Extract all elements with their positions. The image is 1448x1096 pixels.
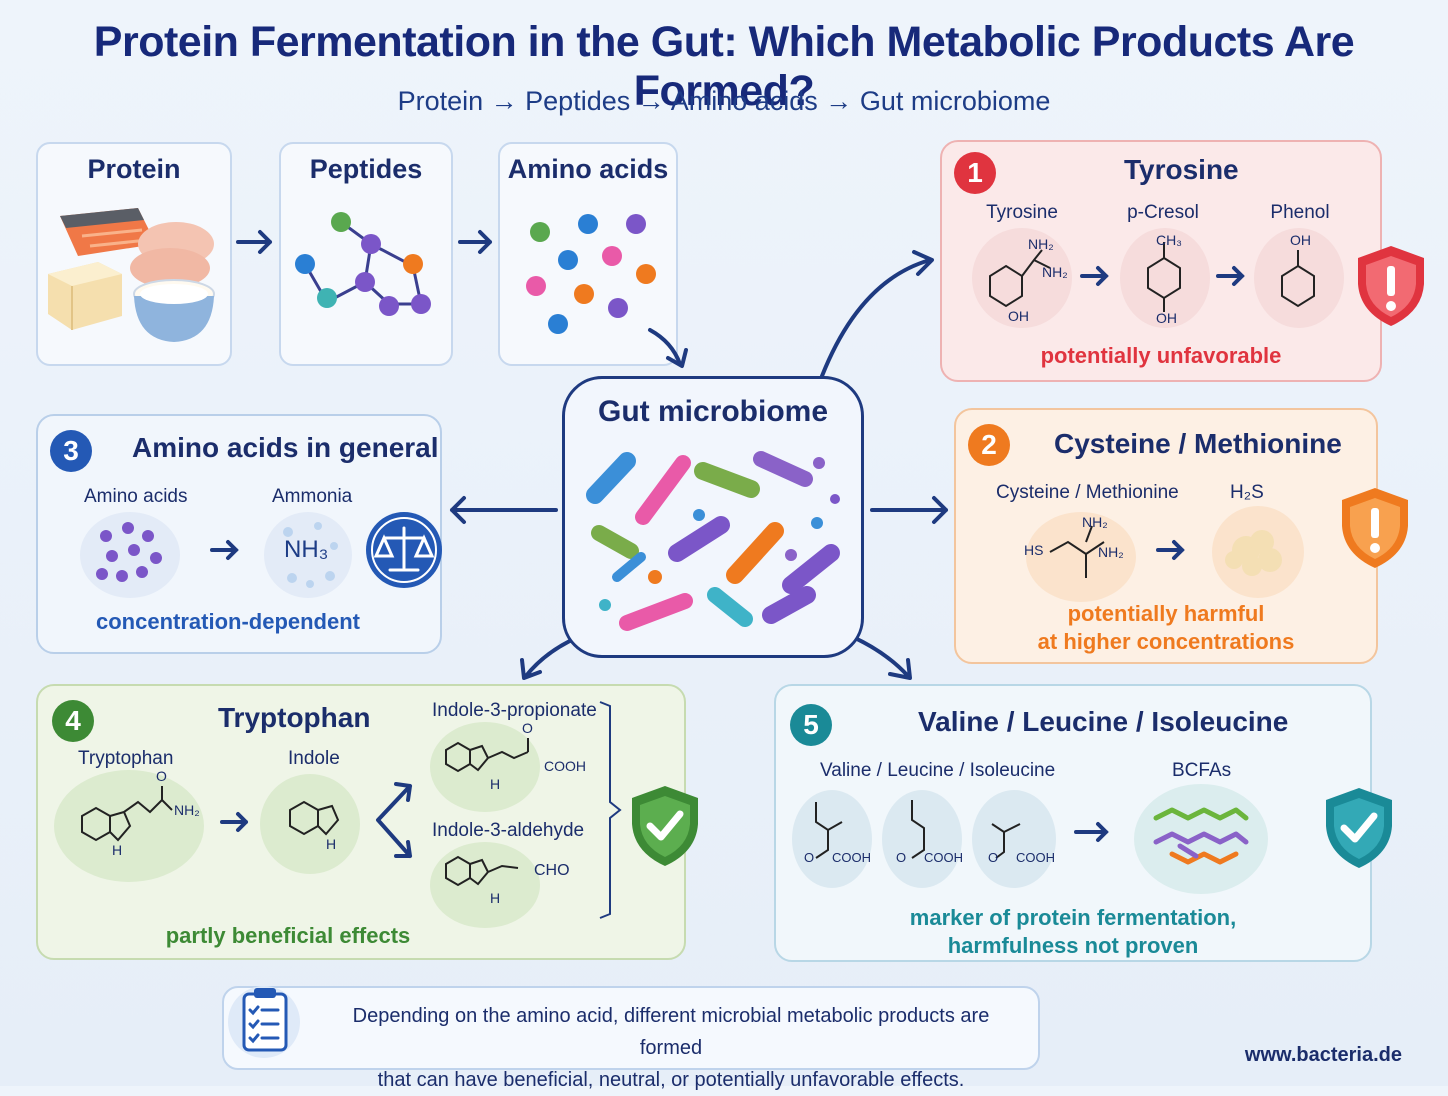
peptide-chain-icon [295, 212, 431, 316]
panel-2-title: Cysteine / Methionine [1054, 428, 1342, 459]
stage-label-amino-acids: Amino acids [507, 154, 669, 184]
summary-line-1: Depending on the amino acid, different m… [352, 1005, 990, 1059]
panel-5-badge: 5 [790, 704, 832, 746]
chem-oh-b: OH [1156, 310, 1177, 326]
panel-cysteine-methionine: 2 Cysteine / Methionine Cysteine / Methi… [954, 408, 1408, 664]
chem-oh-c: OH [1290, 232, 1311, 248]
chem-cooh-d: COOH [1016, 850, 1055, 865]
cysteine-pathway-structures [1049, 525, 1282, 578]
leucine-molecule [882, 790, 962, 888]
bcaa-pathway-structures [815, 800, 1249, 865]
chem-cho: CHO [534, 862, 570, 879]
chem-oh-a: OH [1008, 308, 1029, 324]
panel-4-title: Tryptophan [218, 702, 371, 733]
chem-cooh-c: COOH [924, 850, 963, 865]
gut-microbiome-label: Gut microbiome [597, 395, 829, 428]
warning-shield-icon [1342, 488, 1408, 568]
label-indole-3-propionate: Indole-3-propionate [432, 700, 597, 721]
panel-3-badge: 3 [50, 430, 92, 472]
panel-1-note: potentially unfavorable [1040, 343, 1282, 368]
cysteine-molecule [1026, 512, 1136, 602]
label-amino-acids: Amino acids [84, 486, 188, 507]
indole-molecule [260, 774, 360, 874]
summary-line-2: that can have beneficial, neutral, or po… [377, 1069, 965, 1091]
chem-nh2-a: NH₂ [1028, 236, 1054, 252]
chem-o-b: O [522, 720, 533, 736]
gut-microbiome-box: Gut microbiome [562, 376, 864, 658]
check-shield-icon [632, 786, 698, 866]
isoleucine-molecule [972, 790, 1056, 888]
panel-5-note-line2: harmfulness not proven [947, 933, 1199, 958]
panel-tryptophan: 4 Tryptophan Tryptophan Indole Indole-3-… [36, 684, 698, 960]
chem-nh2-b: NH₂ [1042, 264, 1068, 280]
stage-card-peptides: Peptides [279, 142, 453, 366]
label-cysteine-methionine: Cysteine / Methionine [996, 482, 1179, 503]
panel-5-title: Valine / Leucine / Isoleucine [918, 706, 1289, 737]
chem-h-d: H [490, 890, 501, 906]
chem-h-b: H [326, 836, 337, 852]
ammonia-formula: NH₃ [284, 536, 329, 563]
label-bcfas: BCFAs [1172, 760, 1232, 781]
chem-nh2-c: NH₂ [1082, 514, 1108, 530]
page-subtitle: Protein → Peptides → Amino acids → Gut m… [397, 86, 1051, 116]
bacteria-cluster-icon [586, 451, 840, 631]
chem-o-a: O [156, 768, 167, 784]
label-indole-3-aldehyde: Indole-3-aldehyde [432, 820, 585, 841]
stage-label-peptides: Peptides [309, 154, 423, 184]
chem-cooh-a: COOH [544, 758, 586, 774]
stage-card-protein: Protein [36, 142, 232, 366]
indole-3-aldehyde-molecule [430, 842, 540, 928]
panel-4-badge: 4 [52, 700, 94, 742]
chem-h-c: H [490, 776, 501, 792]
stage-card-amino-acids: Amino acids [498, 142, 678, 366]
amino-acid-to-ammonia [96, 522, 338, 588]
panel-tyrosine: 1 Tyrosine Tyrosine p-Cresol Phenol NH₂ … [940, 140, 1424, 382]
panel-2-note-line1: potentially harmful [1067, 601, 1265, 626]
stage-label-protein: Protein [87, 154, 181, 184]
label-bcaa: Valine / Leucine / Isoleucine [820, 760, 1056, 781]
chem-ch3: CH₃ [1156, 232, 1182, 248]
label-ammonia: Ammonia [272, 486, 353, 507]
clipboard-checklist-icon [228, 986, 300, 1058]
chem-nh2-d: NH₂ [1098, 544, 1124, 560]
panel-3-note: concentration-dependent [95, 609, 360, 634]
panel-5-note-line1: marker of protein fermentation, [909, 905, 1237, 930]
chem-h-a: H [112, 842, 123, 858]
chem-o-c: O [804, 850, 815, 865]
source-url[interactable]: www.bacteria.de [1244, 1044, 1402, 1066]
panel-4-note: partly beneficial effects [165, 923, 411, 948]
panel-2-note-line2: at higher concentrations [1037, 629, 1295, 654]
label-phenol: Phenol [1270, 202, 1330, 223]
label-tryptophan: Tryptophan [78, 748, 174, 769]
check-shield-icon [1326, 788, 1392, 868]
scale-icon [366, 512, 442, 588]
panel-valine-leucine-isoleucine: 5 Valine / Leucine / Isoleucine Valine /… [774, 684, 1392, 962]
chem-nh2-e: NH₂ [174, 802, 200, 818]
phenol-molecule [1254, 228, 1344, 328]
page-title: Protein Fermentation in the Gut: Which M… [93, 18, 1355, 115]
chem-cooh-b: COOH [832, 850, 871, 865]
summary-box: Depending on the amino acid, different m… [222, 986, 1040, 1091]
label-h2s: H₂S [1230, 482, 1264, 503]
panel-1-badge: 1 [954, 152, 996, 194]
chem-o-e: O [988, 850, 999, 865]
chem-o-d: O [896, 850, 907, 865]
summary-text: Depending on the amino acid, different m… [324, 1000, 1018, 1096]
panel-3-title: Amino acids in general [132, 432, 439, 463]
amino-acid-dots-icon [526, 214, 656, 334]
tryptophan-pathway-structures [81, 701, 622, 919]
label-indole: Indole [288, 748, 340, 769]
indole-3-propionate-molecule [430, 722, 540, 812]
panel-2-badge: 2 [968, 424, 1010, 466]
tyrosine-pathway-structures [989, 242, 1315, 312]
label-tyrosine: Tyrosine [986, 202, 1058, 223]
protein-foods-icon [48, 208, 215, 342]
chem-hs: HS [1024, 542, 1044, 558]
panel-1-title: Tyrosine [1124, 154, 1239, 185]
warning-shield-icon [1358, 246, 1424, 326]
valine-molecule [792, 790, 872, 888]
label-p-cresol: p-Cresol [1127, 202, 1199, 223]
panel-amino-acids-general: 3 Amino acids in general Amino acids Amm… [36, 414, 442, 654]
